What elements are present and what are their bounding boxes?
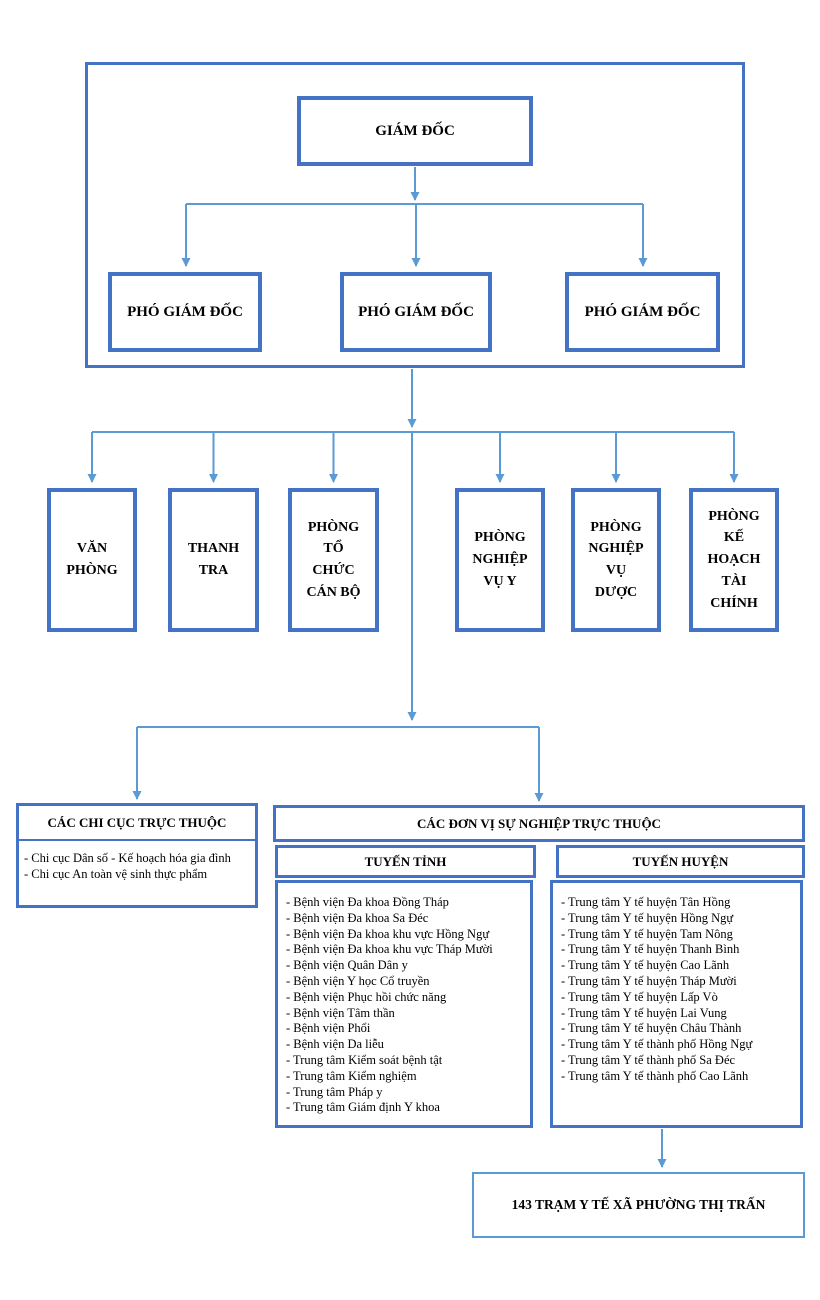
- stations-label: 143 TRẠM Y TẾ XÃ PHƯỜNG THỊ TRẤN: [511, 1197, 766, 1212]
- chi-cuc-title: CÁC CHI CỤC TRỰC THUỘC: [19, 806, 255, 841]
- dept-label: THANH TRA: [187, 541, 240, 578]
- dept-box-nghiep-vu-duoc: PHÒNG NGHIỆP VỤ DƯỢC: [571, 488, 661, 632]
- dept-box-ke-hoach-tai-chinh: PHÒNG KẾ HOẠCH TÀI CHÍNH: [689, 488, 779, 632]
- tuyen-huyen-header-box: TUYẾN HUYỆN: [556, 845, 805, 878]
- list-item: - Trung tâm Y tế thành phố Sa Đéc: [561, 1052, 736, 1067]
- dept-label: PHÒNG TỔ CHỨC CÁN BỘ: [306, 519, 361, 600]
- list-item: - Trung tâm Y tế huyện Hồng Ngự: [561, 910, 734, 925]
- deputy-box-3: PHÓ GIÁM ĐỐC: [565, 272, 720, 352]
- board-frame: [85, 62, 745, 368]
- don-vi-header-box: CÁC ĐƠN VỊ SỰ NGHIỆP TRỰC THUỘC: [273, 805, 805, 842]
- chi-cuc-list: - Chi cục Dân số - Kế hoạch hóa gia đình…: [19, 841, 255, 882]
- list-item: - Trung tâm Y tế huyện Lai Vung: [561, 1005, 727, 1020]
- dept-label: VĂN PHÒNG: [66, 541, 118, 578]
- deputy-label-3: PHÓ GIÁM ĐỐC: [584, 303, 701, 320]
- list-item: - Trung tâm Y tế thành phố Cao Lãnh: [561, 1068, 749, 1083]
- dept-box-van-phong: VĂN PHÒNG: [47, 488, 137, 632]
- director-label: GIÁM ĐỐC: [375, 122, 455, 139]
- list-item: - Trung tâm Y tế huyện Tân Hồng: [561, 895, 731, 909]
- dept-label: PHÒNG KẾ HOẠCH TÀI CHÍNH: [707, 508, 761, 611]
- list-item: - Bệnh viện Tâm thần: [286, 1005, 395, 1020]
- tuyen-tinh-title: TUYẾN TỈNH: [364, 853, 447, 869]
- stations-box: 143 TRẠM Y TẾ XÃ PHƯỜNG THỊ TRẤN: [472, 1172, 805, 1238]
- list-item: - Trung tâm Y tế huyện Cao Lãnh: [561, 958, 730, 973]
- tuyen-tinh-list: - Bệnh viện Đa khoa Đồng Tháp- Bệnh viện…: [275, 880, 533, 1128]
- list-item: - Trung tâm Kiểm nghiệm: [286, 1068, 417, 1083]
- list-item: - Bệnh viện Đa khoa khu vực Hồng Ngự: [286, 926, 490, 941]
- list-item: - Bệnh viện Y học Cổ truyền: [286, 973, 430, 988]
- dept-box-thanh-tra: THANH TRA: [168, 488, 259, 632]
- don-vi-title: CÁC ĐƠN VỊ SỰ NGHIỆP TRỰC THUỘC: [417, 815, 661, 831]
- deputy-label-2: PHÓ GIÁM ĐỐC: [358, 303, 474, 320]
- deputy-box-1: PHÓ GIÁM ĐỐC: [108, 272, 262, 352]
- dept-label: PHÒNG NGHIỆP VỤ DƯỢC: [588, 519, 644, 600]
- list-item: - Bệnh viện Đa khoa Đồng Tháp: [286, 895, 449, 909]
- chi-cuc-panel: CÁC CHI CỤC TRỰC THUỘC - Chi cục Dân số …: [16, 803, 258, 908]
- list-item: - Trung tâm Pháp y: [286, 1084, 383, 1099]
- list-item: - Bệnh viện Phục hồi chức năng: [286, 989, 447, 1004]
- list-item: - Trung tâm Y tế huyện Tháp Mười: [561, 973, 737, 988]
- list-item: - Chi cục Dân số - Kế hoạch hóa gia đình: [24, 851, 231, 865]
- list-item: - Bệnh viện Quân Dân y: [286, 958, 408, 973]
- list-item: - Bệnh viện Phổi: [286, 1021, 371, 1036]
- list-item: - Trung tâm Y tế huyện Thanh Bình: [561, 942, 740, 957]
- dept-label: PHÒNG NGHIỆP VỤ Y: [472, 530, 528, 589]
- tuyen-huyen-list: - Trung tâm Y tế huyện Tân Hồng- Trung t…: [550, 880, 803, 1128]
- list-item: - Bệnh viện Đa khoa khu vực Tháp Mười: [286, 942, 493, 957]
- list-item: - Trung tâm Y tế thành phố Hồng Ngự: [561, 1037, 753, 1052]
- list-item: - Chi cục An toàn vệ sinh thực phẩm: [24, 867, 208, 881]
- director-box: GIÁM ĐỐC: [297, 96, 533, 166]
- tuyen-huyen-title: TUYẾN HUYỆN: [632, 853, 729, 869]
- dept-box-nghiep-vu-y: PHÒNG NGHIỆP VỤ Y: [455, 488, 545, 632]
- list-item: - Trung tâm Kiểm soát bệnh tật: [286, 1052, 443, 1067]
- list-item: - Trung tâm Giám định Y khoa: [286, 1100, 440, 1115]
- list-item: - Trung tâm Y tế huyện Châu Thành: [561, 1021, 742, 1036]
- deputy-box-2: PHÓ GIÁM ĐỐC: [340, 272, 492, 352]
- list-item: - Trung tâm Y tế huyện Lấp Vò: [561, 989, 718, 1004]
- list-item: - Trung tâm Y tế huyện Tam Nông: [561, 926, 733, 941]
- list-item: - Bệnh viện Đa khoa Sa Đéc: [286, 910, 429, 925]
- list-item: - Bệnh viện Da liễu: [286, 1037, 384, 1052]
- dept-box-to-chuc-can-bo: PHÒNG TỔ CHỨC CÁN BỘ: [288, 488, 379, 632]
- deputy-label-1: PHÓ GIÁM ĐỐC: [127, 303, 243, 320]
- tuyen-tinh-header-box: TUYẾN TỈNH: [275, 845, 536, 878]
